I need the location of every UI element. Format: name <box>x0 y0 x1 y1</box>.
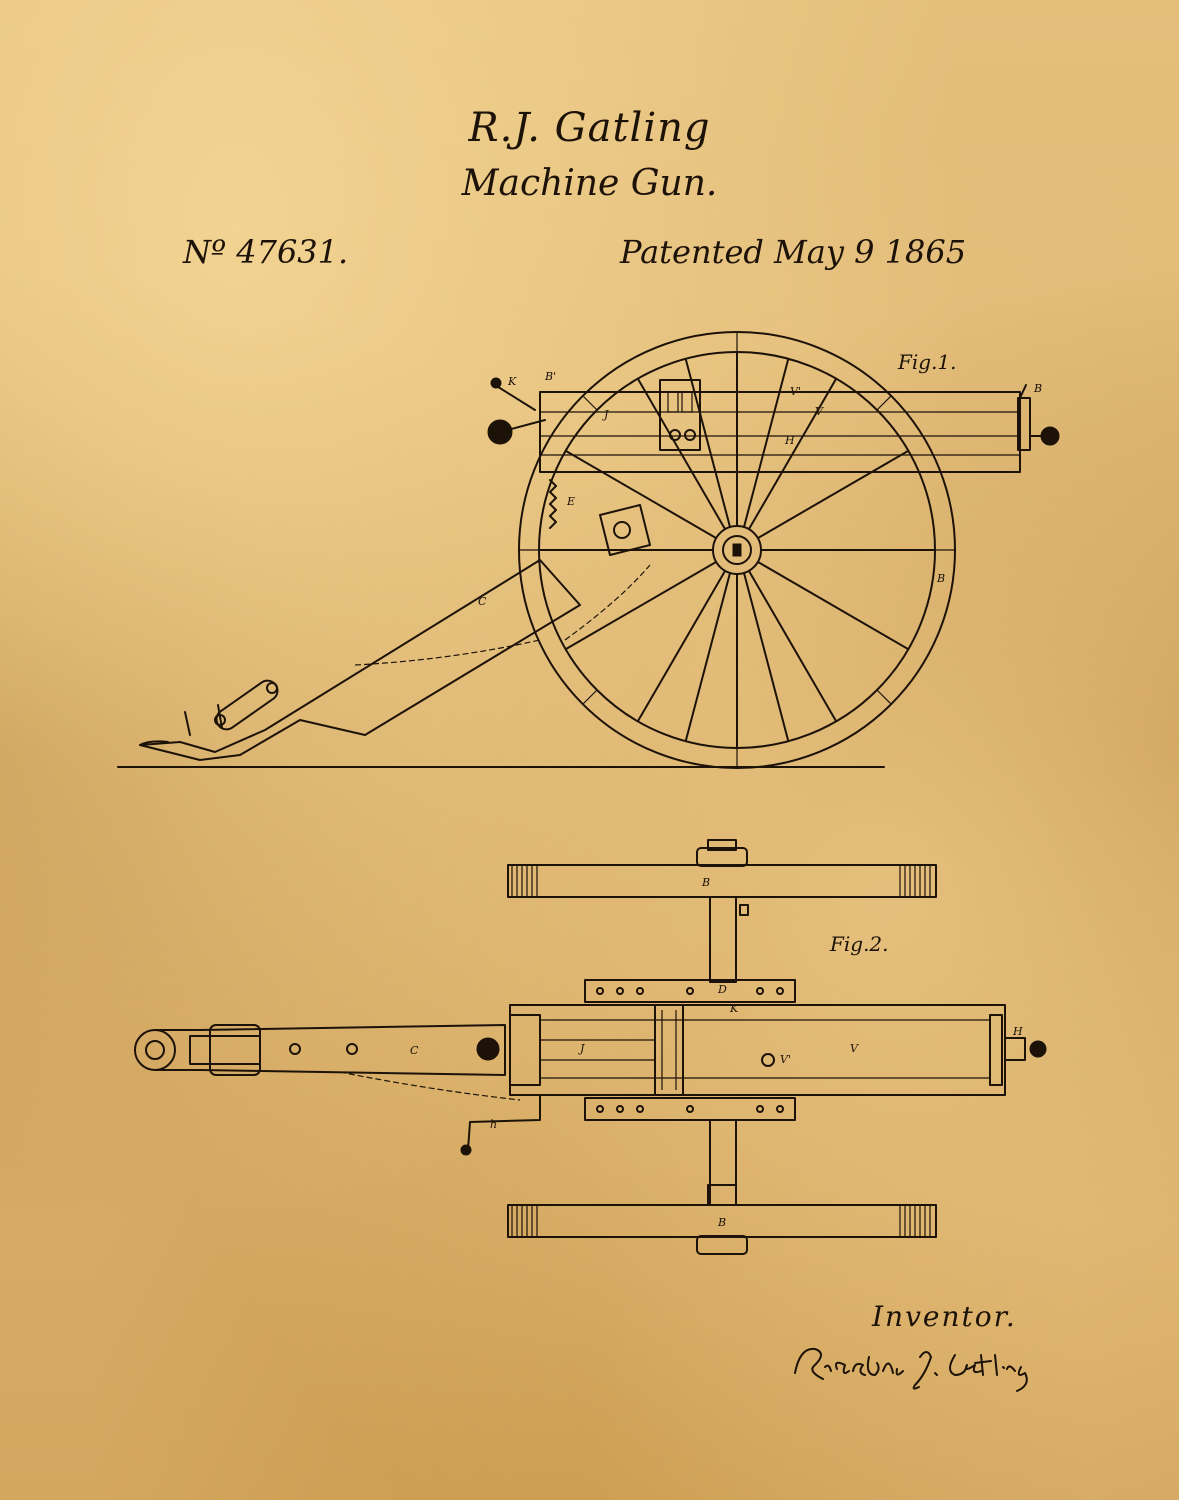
axle-bracket-bottom <box>584 1097 796 1121</box>
part-label-B-wheel: B <box>936 572 945 585</box>
patent-date: Patented May 9 1865 <box>620 233 967 271</box>
part-label-C: C <box>478 595 487 608</box>
part-label-B-upper-wheel: B <box>701 876 710 889</box>
trail-top <box>134 1024 541 1156</box>
part-label-K: K <box>507 375 517 388</box>
wheel-top-upper <box>507 839 937 898</box>
axle-bracket-top <box>584 979 796 1003</box>
part-label-J-top: J <box>578 1042 585 1055</box>
fig1-side-view-drawing: K B' J H V' V E C B B <box>117 331 1060 769</box>
patent-title: R.J. Gatling <box>468 105 711 151</box>
part-label-h: h <box>490 1118 497 1131</box>
part-label-V-prime-top: V' <box>780 1053 791 1066</box>
patent-number: Nº 47631. <box>183 233 349 271</box>
fig1-label: Fig.1. <box>898 350 957 374</box>
part-label-D: D <box>717 983 727 996</box>
fig2-label: Fig.2. <box>830 932 889 956</box>
part-label-V-prime: V' <box>790 385 801 398</box>
part-label-B-muzzle: B <box>1033 382 1042 395</box>
part-label-V: V <box>815 405 824 418</box>
part-label-C-trail: C <box>410 1044 419 1057</box>
part-label-K-top: K <box>729 1002 739 1015</box>
part-label-H-top: H <box>1012 1025 1023 1038</box>
barrel-housing <box>539 384 1060 473</box>
part-label-B-lower-wheel: B <box>717 1216 726 1229</box>
gun-housing-top <box>509 1004 1047 1096</box>
patent-subtitle: Machine Gun. <box>461 163 718 204</box>
inventor-label: Inventor. <box>872 1300 1017 1333</box>
part-label-J: J <box>602 408 609 421</box>
elevating-spring <box>549 479 557 529</box>
part-label-V-top: V <box>850 1042 859 1055</box>
trail <box>139 559 651 761</box>
part-label-E: E <box>566 495 575 508</box>
axle-bracket <box>599 504 651 556</box>
wheel-side <box>518 331 956 769</box>
part-label-B-prime: B' <box>544 370 556 383</box>
axle <box>709 896 749 1206</box>
inventor-signature <box>794 1347 1028 1392</box>
fig2-top-view-drawing: B B C J V V' D K H h <box>134 839 1047 1255</box>
part-label-H: H <box>784 434 795 447</box>
